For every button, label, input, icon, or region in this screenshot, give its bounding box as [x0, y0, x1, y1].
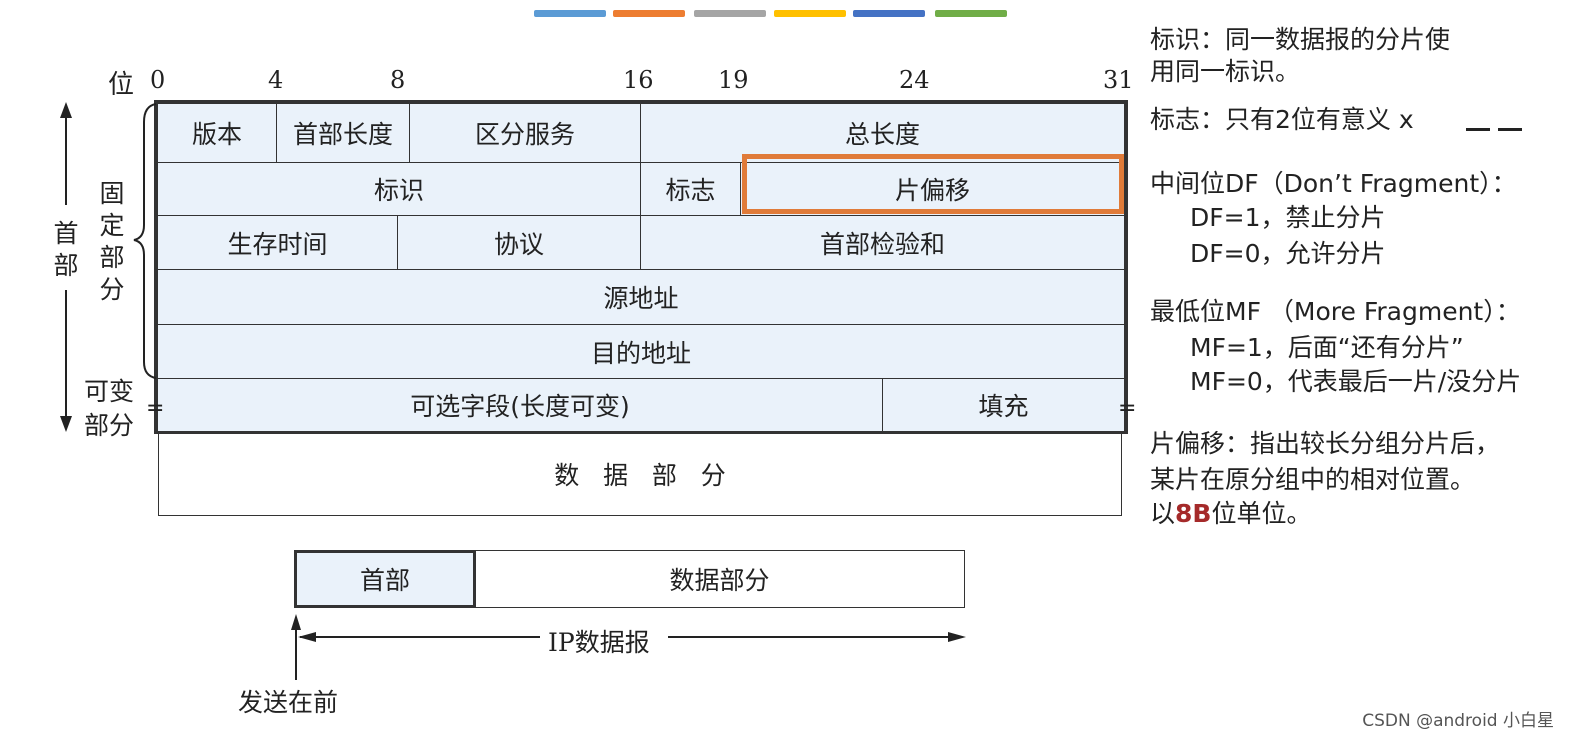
field-options-label: 可选字段(长度可变)	[410, 392, 630, 421]
color-strip-6	[935, 10, 1007, 17]
color-strip-3	[694, 10, 766, 17]
field-padding-label: 填充	[978, 392, 1029, 421]
right-break-mark: =	[1118, 396, 1137, 421]
bit-tick-24: 24	[899, 66, 930, 94]
side-label-header: 首部	[53, 219, 79, 280]
field-identification-label: 标识	[373, 176, 424, 205]
datagram-span-label: IP数据报	[548, 628, 650, 657]
bit-tick-4: 4	[268, 66, 284, 94]
datagram-header-label: 首部	[359, 566, 410, 595]
note-offset-3-pre: 以	[1150, 499, 1176, 528]
field-flags-label: 标志	[665, 176, 716, 205]
header-span-arrow-down	[60, 416, 72, 432]
bit-tick-0: 0	[150, 66, 166, 94]
color-strip-4	[774, 10, 846, 17]
note-mf0: MF=0，代表最后一片/没分片	[1190, 367, 1522, 396]
bit-tick-8: 8	[390, 66, 406, 94]
field-diff-services: 区分服务	[409, 103, 641, 163]
note-identification-1: 标识：同一数据报的分片使	[1150, 25, 1451, 54]
fixed-part-brace	[133, 103, 157, 379]
bit-tick-31: 31	[1103, 66, 1134, 94]
color-strip-2	[613, 10, 685, 17]
field-fragment-offset-label: 片偏移	[894, 176, 970, 205]
note-df1: DF=1，禁止分片	[1190, 203, 1386, 232]
left-break-mark: =	[146, 396, 165, 421]
side-label-variable-1: 可变	[84, 377, 135, 406]
flags-blank-2	[1498, 128, 1522, 131]
field-source-address-label: 源地址	[603, 284, 679, 313]
watermark: CSDN @android 小白星	[1362, 711, 1554, 731]
side-label-variable-2: 部分	[84, 411, 135, 440]
bit-tick-16: 16	[623, 66, 654, 94]
field-version-label: 版本	[191, 120, 242, 149]
bit-axis-label: 位	[108, 70, 135, 100]
fragment-offset-highlight	[742, 154, 1124, 214]
field-ttl-label: 生存时间	[227, 229, 328, 259]
field-diff-services-label: 区分服务	[474, 120, 575, 149]
send-first-arrow	[291, 614, 301, 630]
datagram-span-arrow-left	[298, 632, 316, 642]
datagram-arrows	[291, 614, 966, 680]
flags-blank-1	[1466, 128, 1490, 131]
note-offset-2: 某片在原分组中的相对位置。	[1150, 465, 1476, 494]
field-destination-address: 目的地址	[157, 324, 1125, 379]
side-label-fixed-part: 固定部分	[99, 179, 125, 304]
note-df-title: 中间位DF（Don’t Fragment）：	[1150, 169, 1517, 198]
datagram-span-arrow-right	[948, 632, 966, 642]
note-offset-1: 片偏移：指出较长分组分片后，	[1150, 429, 1501, 458]
field-total-length-label: 总长度	[844, 120, 920, 149]
field-ttl: 生存时间	[157, 215, 398, 270]
send-first-label: 发送在前	[238, 688, 339, 717]
field-fragment-offset: 片偏移	[740, 162, 1125, 216]
field-destination-address-label: 目的地址	[590, 338, 691, 368]
bit-tick-19: 19	[718, 66, 749, 94]
color-strip-1	[534, 10, 606, 17]
datagram-data-box: 数据部分	[474, 550, 965, 608]
note-df0: DF=0，允许分片	[1190, 239, 1386, 268]
note-mf-title: 最低位MF （More Fragment）：	[1150, 297, 1521, 326]
field-protocol: 协议	[397, 215, 641, 270]
datagram-data-label: 数据部分	[669, 566, 770, 595]
field-checksum-label: 首部检验和	[819, 229, 945, 259]
note-mf1: MF=1，后面“还有分片”	[1190, 333, 1464, 362]
note-flags: 标志：只有2位有意义 x	[1150, 105, 1414, 134]
note-identification-2: 用同一标识。	[1150, 57, 1301, 86]
data-part-box: 数 据 部 分	[158, 432, 1122, 516]
note-offset-3-post: 位单位。	[1211, 499, 1312, 528]
color-strip-5	[853, 10, 925, 17]
header-span-arrow-up	[60, 102, 72, 118]
field-protocol-label: 协议	[493, 229, 544, 259]
field-padding: 填充	[882, 378, 1125, 432]
field-header-length-label: 首部长度	[292, 120, 393, 149]
field-flags: 标志	[640, 162, 741, 216]
datagram-header-box: 首部	[294, 550, 476, 608]
note-offset-3-unit: 8B	[1175, 499, 1212, 528]
left-annotations	[60, 102, 157, 432]
data-part-label: 数 据 部 分	[554, 460, 726, 490]
note-offset-3: 以8B位单位。	[1150, 494, 1311, 530]
